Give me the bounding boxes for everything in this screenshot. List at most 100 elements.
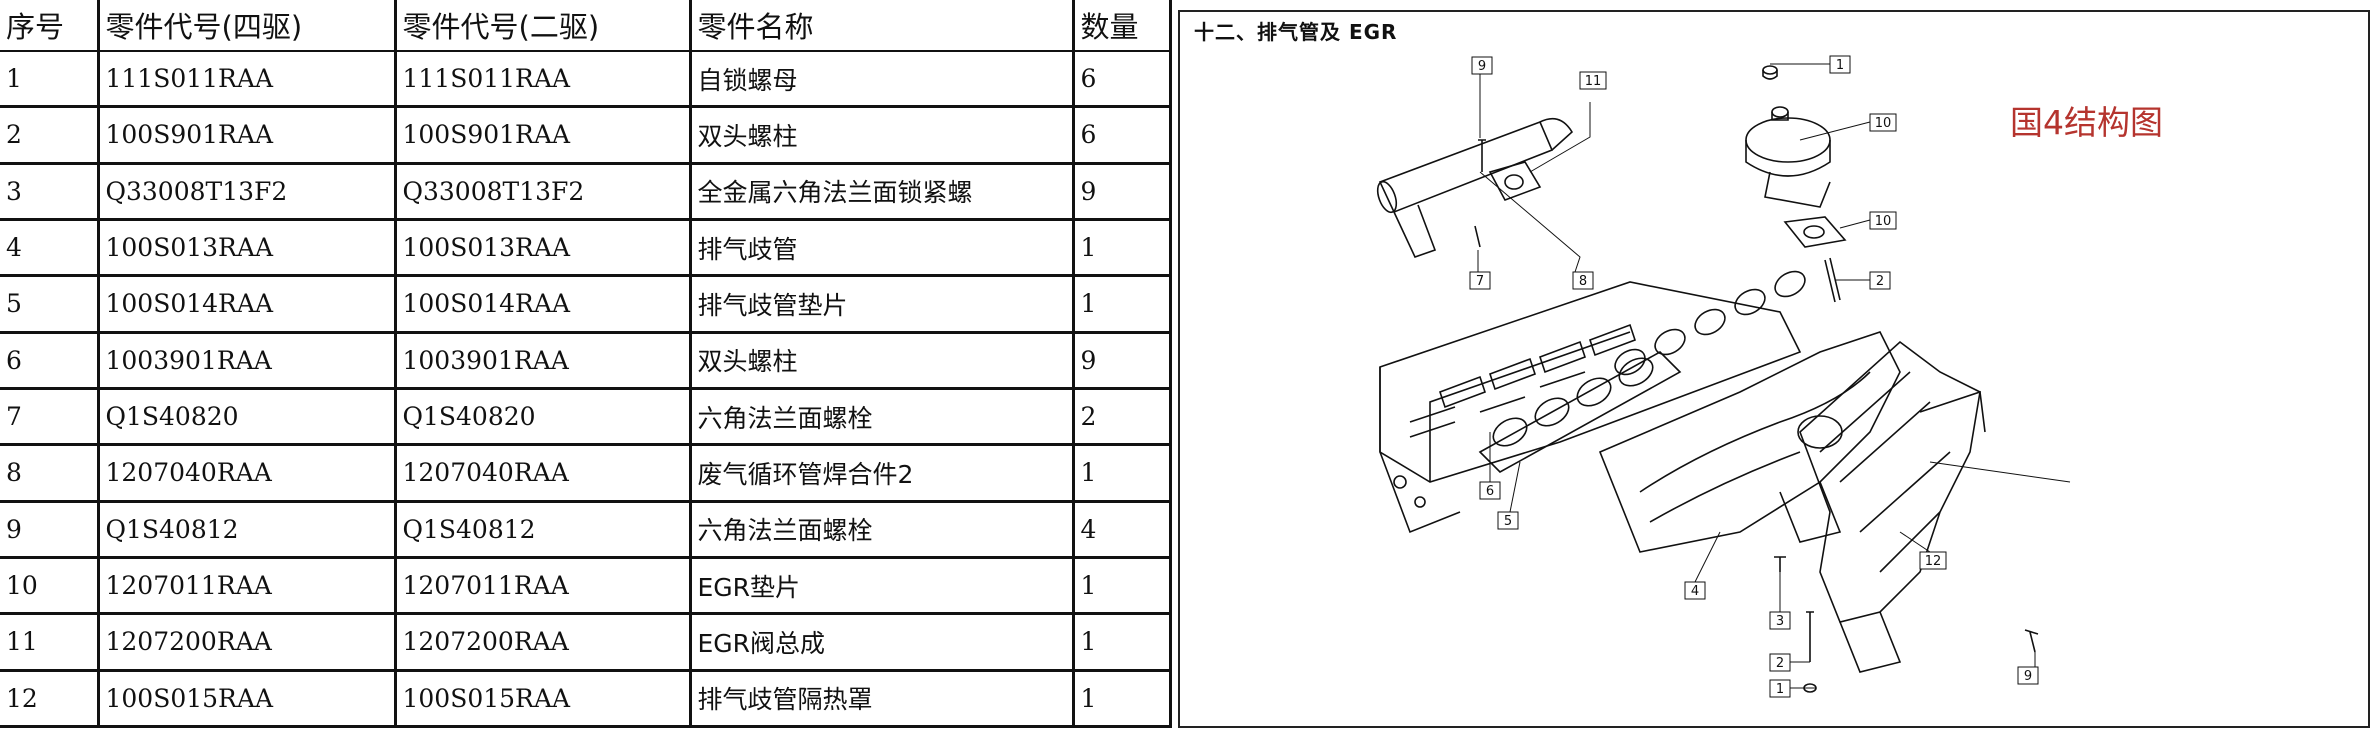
cell-code-2wd: 111S011RAA (395, 51, 692, 109)
callout-label: 1 (1776, 682, 1784, 697)
callout-label: 6 (1486, 484, 1494, 499)
cylinder-head-drawing (1379, 281, 1802, 534)
cell-code-4wd: 100S015RAA (98, 670, 397, 729)
callout-4: 4 (1684, 581, 1706, 600)
cell-code-2wd: Q1S40820 (395, 388, 692, 447)
cell-index: 7 (0, 388, 100, 447)
cell-part-name: 六角法兰面螺栓 (690, 388, 1075, 447)
callout-label: 2 (1776, 656, 1784, 671)
header-part-name: 零件名称 (690, 0, 1075, 52)
cell-quantity: 6 (1073, 51, 1172, 109)
structure-label: 国4结构图 (2010, 103, 2163, 142)
bolt-9-lower (2024, 629, 2039, 653)
callout-10: 10 (1869, 113, 1897, 132)
stud-2-lower (1806, 611, 1814, 662)
egr-gasket-left-drawing (1488, 161, 1542, 201)
heat-shield-drawing (1799, 340, 1986, 673)
cell-part-name: 双头螺柱 (690, 106, 1075, 165)
cell-code-4wd: Q1S40820 (98, 388, 397, 447)
callout-label: 8 (1579, 274, 1587, 289)
callout-7: 7 (1469, 271, 1491, 290)
bolt-7 (1474, 225, 1481, 248)
cell-code-4wd: 111S011RAA (98, 51, 397, 109)
exploded-view-drawing: 9 1 10 11 10 8 2 7 65 4 3 2 1 12 9 (1376, 55, 2071, 698)
callout-label: 12 (1925, 554, 1942, 569)
table-header-row: 序号 零件代号(四驱) 零件代号(二驱) 零件名称 数量 (0, 0, 1172, 52)
callout-1: 1 (1769, 679, 1791, 698)
cell-part-name: EGR垫片 (690, 557, 1075, 616)
cell-index: 11 (0, 613, 100, 672)
cell-quantity: 2 (1073, 388, 1172, 447)
cell-code-4wd: 100S901RAA (98, 106, 397, 165)
cell-index: 3 (0, 163, 100, 221)
cell-code-2wd: 1207200RAA (395, 613, 692, 672)
callout-8: 8 (1572, 271, 1594, 290)
cell-quantity: 1 (1073, 557, 1172, 616)
callout-3: 3 (1769, 611, 1791, 630)
cell-quantity: 4 (1073, 501, 1172, 559)
cell-code-2wd: 1207011RAA (395, 557, 692, 616)
cell-index: 5 (0, 275, 100, 334)
callout-label: 10 (1875, 116, 1892, 131)
callout-1: 1 (1829, 55, 1851, 74)
cell-code-2wd: Q33008T13F2 (395, 163, 692, 221)
callout-5: 5 (1497, 511, 1519, 530)
cell-code-4wd: 1207040RAA (98, 444, 397, 503)
cell-code-4wd: 1207011RAA (98, 557, 397, 616)
callout-label: 5 (1504, 514, 1512, 529)
callout-label: 4 (1691, 584, 1699, 599)
cell-part-name: EGR阀总成 (690, 613, 1075, 672)
egr-tube-drawing (1376, 117, 1574, 258)
cell-index: 6 (0, 332, 100, 390)
diagram-panel: 十二、排气管及 EGR 国4结构图 (1178, 10, 2370, 728)
callout-10: 10 (1869, 211, 1897, 230)
stud-upper-drawing (1824, 257, 1841, 303)
cell-quantity: 1 (1073, 444, 1172, 503)
callout-11: 11 (1579, 71, 1607, 90)
callout-label: 3 (1776, 614, 1784, 629)
callout-2: 2 (1869, 271, 1891, 290)
cell-index: 12 (0, 670, 100, 729)
cell-index: 4 (0, 219, 100, 278)
callout-label: 7 (1476, 274, 1484, 289)
cell-code-2wd: 1003901RAA (395, 332, 692, 390)
callout-9: 9 (2017, 666, 2039, 685)
cell-code-2wd: 1207040RAA (395, 444, 692, 503)
header-quantity: 数量 (1073, 0, 1172, 52)
callout-12: 12 (1919, 551, 1947, 570)
cell-code-4wd: 100S014RAA (98, 275, 397, 334)
cell-code-4wd: Q1S40812 (98, 501, 397, 559)
bolt-9-top (1478, 139, 1486, 172)
callout-label: 2 (1876, 274, 1884, 289)
bolt-drawings (1474, 139, 2039, 693)
exhaust-manifold-drawing (1598, 331, 1901, 553)
callout-label: 1 (1836, 58, 1844, 73)
cell-part-name: 六角法兰面螺栓 (690, 501, 1075, 559)
egr-valve-drawing (1745, 65, 1831, 208)
callout-label: 9 (2024, 669, 2032, 684)
cell-code-4wd: Q33008T13F2 (98, 163, 397, 221)
cell-part-name: 排气歧管 (690, 219, 1075, 278)
exhaust-gasket-drawing (1478, 351, 1682, 473)
callout-9: 9 (1471, 56, 1493, 75)
callout-label: 9 (1478, 59, 1486, 74)
cell-part-name: 自锁螺母 (690, 51, 1075, 109)
cell-code-2wd: 100S014RAA (395, 275, 692, 334)
header-code-2wd: 零件代号(二驱) (395, 0, 692, 52)
callout-6: 6 (1479, 481, 1501, 500)
cell-part-name: 全金属六角法兰面锁紧螺 (690, 163, 1075, 221)
cell-quantity: 6 (1073, 106, 1172, 165)
cell-index: 9 (0, 501, 100, 559)
egr-gasket-right-drawing (1783, 216, 1847, 248)
